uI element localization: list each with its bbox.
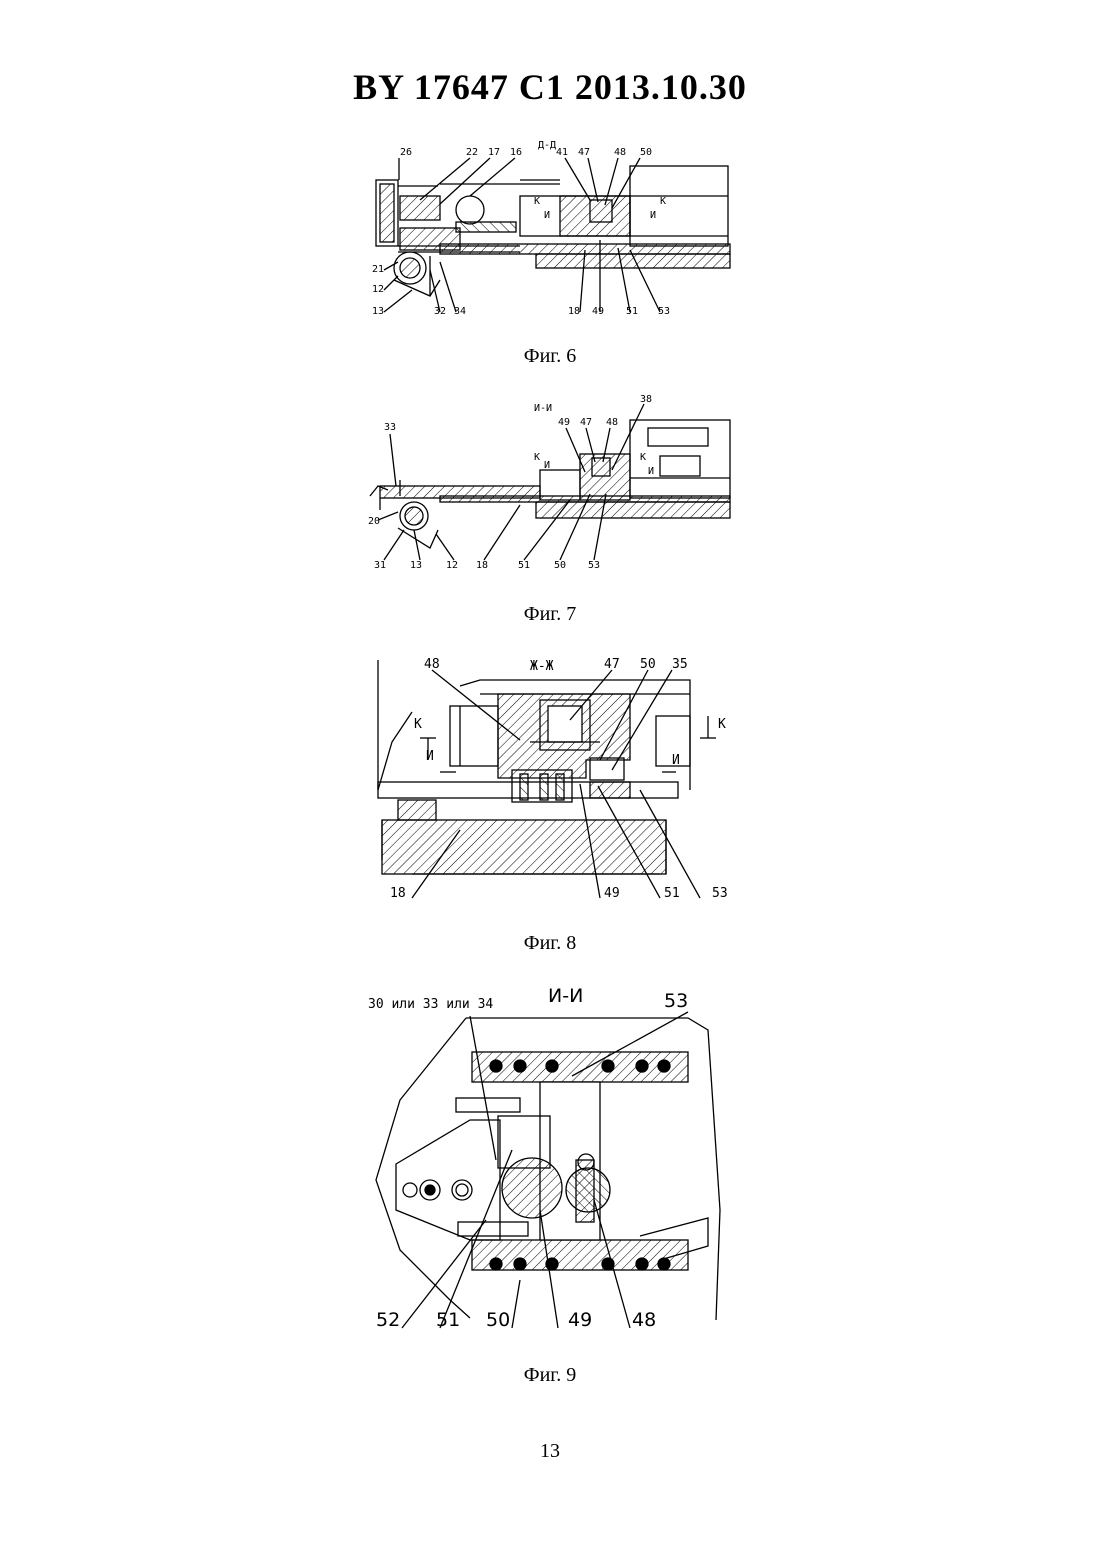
fig7-part-label: 31 (374, 560, 386, 571)
fig8-part-label: 48 (424, 657, 440, 672)
fig7-part-label: 47 (580, 417, 592, 428)
fig7-arrow-label: И (544, 460, 550, 471)
fig7-arrow-label: К (534, 452, 540, 463)
fig6-section-label: Д-Д (538, 140, 556, 151)
fig8-part-label: 53 (712, 886, 728, 901)
fig6-part-label: 17 (488, 147, 500, 158)
fig9-part-label: 51 (436, 1309, 460, 1331)
figure-9-caption: Фиг. 9 (0, 1364, 1100, 1387)
fig6-part-label: 41 (556, 147, 568, 158)
fig7-section-label: И-И (534, 403, 552, 414)
fig8-section-label: Ж-Ж (530, 659, 554, 674)
fig9-part-label: 52 (376, 1309, 400, 1331)
fig6-arrow-label: И (544, 210, 550, 221)
fig8-arrow-label: К (414, 717, 422, 732)
fig9-part-label: 48 (632, 1309, 656, 1331)
fig6-part-label: 53 (658, 306, 670, 317)
fig8-part-label: 47 (604, 657, 620, 672)
fig7-part-label: 20 (368, 516, 380, 527)
fig8-arrow-label: И (426, 749, 434, 764)
fig7-part-label: 18 (476, 560, 488, 571)
fig8-part-label: 50 (640, 657, 656, 672)
figure-8-caption: Фиг. 8 (0, 932, 1100, 955)
fig6-part-label: 47 (578, 147, 590, 158)
fig6-arrow-label: К (534, 196, 540, 207)
fig7-part-label: 48 (606, 417, 618, 428)
fig7-part-label: 50 (554, 560, 566, 571)
fig6-part-label: 50 (640, 147, 652, 158)
fig9-section-label: И-И (548, 985, 583, 1007)
fig6-part-label: 16 (510, 147, 522, 158)
fig8-part-label: 18 (390, 886, 406, 901)
fig8-arrow-label: К (718, 717, 726, 732)
fig7-part-label: 53 (588, 560, 600, 571)
fig6-part-label: 18 (568, 306, 580, 317)
fig7-arrow-label: К (640, 452, 646, 463)
fig9-part-label: 50 (486, 1309, 510, 1331)
figure-7-caption: Фиг. 7 (0, 603, 1100, 626)
fig6-arrow-label: К (660, 196, 666, 207)
figure-6-caption: Фиг. 6 (0, 345, 1100, 368)
fig9-part-label: 53 (664, 990, 688, 1012)
fig7-part-label: 33 (384, 422, 396, 433)
figure-7-drawing: И-И 33 49 47 48 38 20 31 13 12 18 51 50 … (368, 394, 730, 571)
fig9-part-label: 49 (568, 1309, 592, 1331)
fig6-part-label: 51 (626, 306, 638, 317)
fig6-part-label: 48 (614, 147, 626, 158)
fig7-part-label: 38 (640, 394, 652, 405)
fig7-part-label: 12 (446, 560, 458, 571)
fig8-arrow-label: И (672, 753, 680, 768)
fig7-part-label: 13 (410, 560, 422, 571)
figure-8-drawing: Ж-Ж 48 47 50 35 18 49 51 53 К И И К (378, 657, 728, 901)
fig7-arrow-label: И (648, 466, 654, 477)
fig6-part-label: 21 (372, 264, 384, 275)
fig6-part-label: 49 (592, 306, 604, 317)
fig8-part-label: 49 (604, 886, 620, 901)
figure-9-drawing: И-И 30 или 33 или 34 53 52 51 50 49 48 (368, 985, 720, 1331)
fig6-part-label: 12 (372, 284, 384, 295)
fig6-part-label: 22 (466, 147, 478, 158)
fig6-part-label: 26 (400, 147, 412, 158)
fig6-part-label: 34 (454, 306, 466, 317)
figure-6-drawing: Д-Д 26 22 17 16 41 47 48 50 21 12 13 32 … (372, 140, 730, 317)
fig6-part-label: 32 (434, 306, 446, 317)
page-number: 13 (0, 1440, 1100, 1463)
fig8-part-label: 51 (664, 886, 680, 901)
fig6-part-label: 13 (372, 306, 384, 317)
fig6-arrow-label: И (650, 210, 656, 221)
fig9-part-label: 30 или 33 или 34 (368, 997, 493, 1012)
fig7-part-label: 51 (518, 560, 530, 571)
fig8-part-label: 35 (672, 657, 688, 672)
fig7-part-label: 49 (558, 417, 570, 428)
